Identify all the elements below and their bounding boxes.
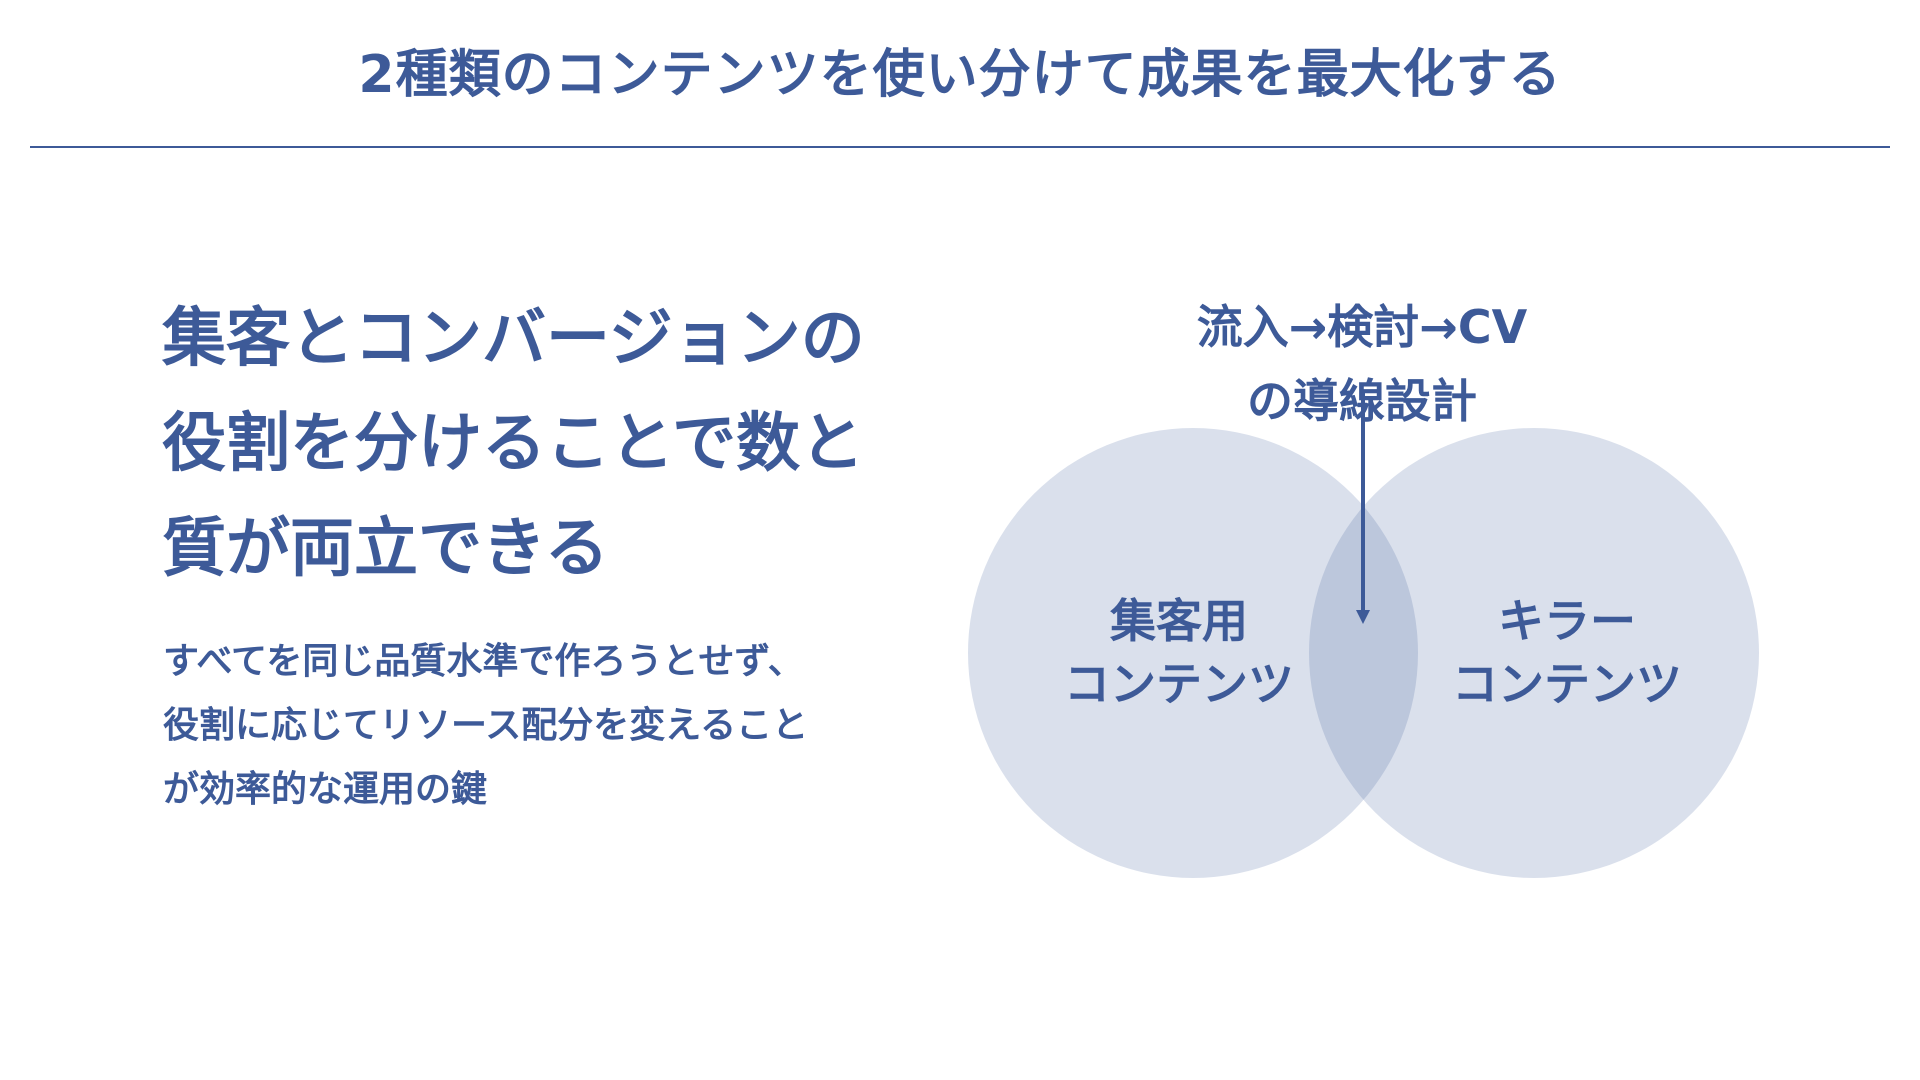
killer-content-label: キラー コンテンツ <box>1417 590 1717 716</box>
flow-label-line: 流入→検討→CV <box>1196 300 1528 354</box>
heading-line: 質が両立できる <box>162 512 609 586</box>
key-message-heading: 集客とコンバージョンの 役割を分けることで数と 質が両立できる <box>162 287 922 602</box>
supporting-text-line: すべてを同じ品質水準で作ろうとせず、 <box>163 641 804 682</box>
circle-label-line: コンテンツ <box>1452 657 1682 711</box>
supporting-text-line: 役割に応じてリソース配分を変えること <box>163 705 809 746</box>
acquisition-content-label: 集客用 コンテンツ <box>1029 590 1329 716</box>
slide-title: 2種類のコンテンツを使い分けて成果を最大化する <box>358 45 1562 105</box>
circle-label-line: コンテンツ <box>1064 657 1294 711</box>
supporting-text: すべてを同じ品質水準で作ろうとせず、 役割に応じてリソース配分を変えること が効… <box>163 630 923 822</box>
venn-circle-acquisition <box>968 428 1418 878</box>
down-arrow-icon <box>1356 392 1370 624</box>
title-divider <box>30 146 1890 148</box>
circle-label-line: 集客用 <box>1110 594 1248 648</box>
circle-label-line: キラー <box>1498 594 1636 648</box>
supporting-text-line: が効率的な運用の鍵 <box>163 769 488 810</box>
venn-circle-killer <box>1309 428 1759 878</box>
heading-line: 役割を分けることで数と <box>162 407 865 481</box>
heading-line: 集客とコンバージョンの <box>162 302 865 376</box>
